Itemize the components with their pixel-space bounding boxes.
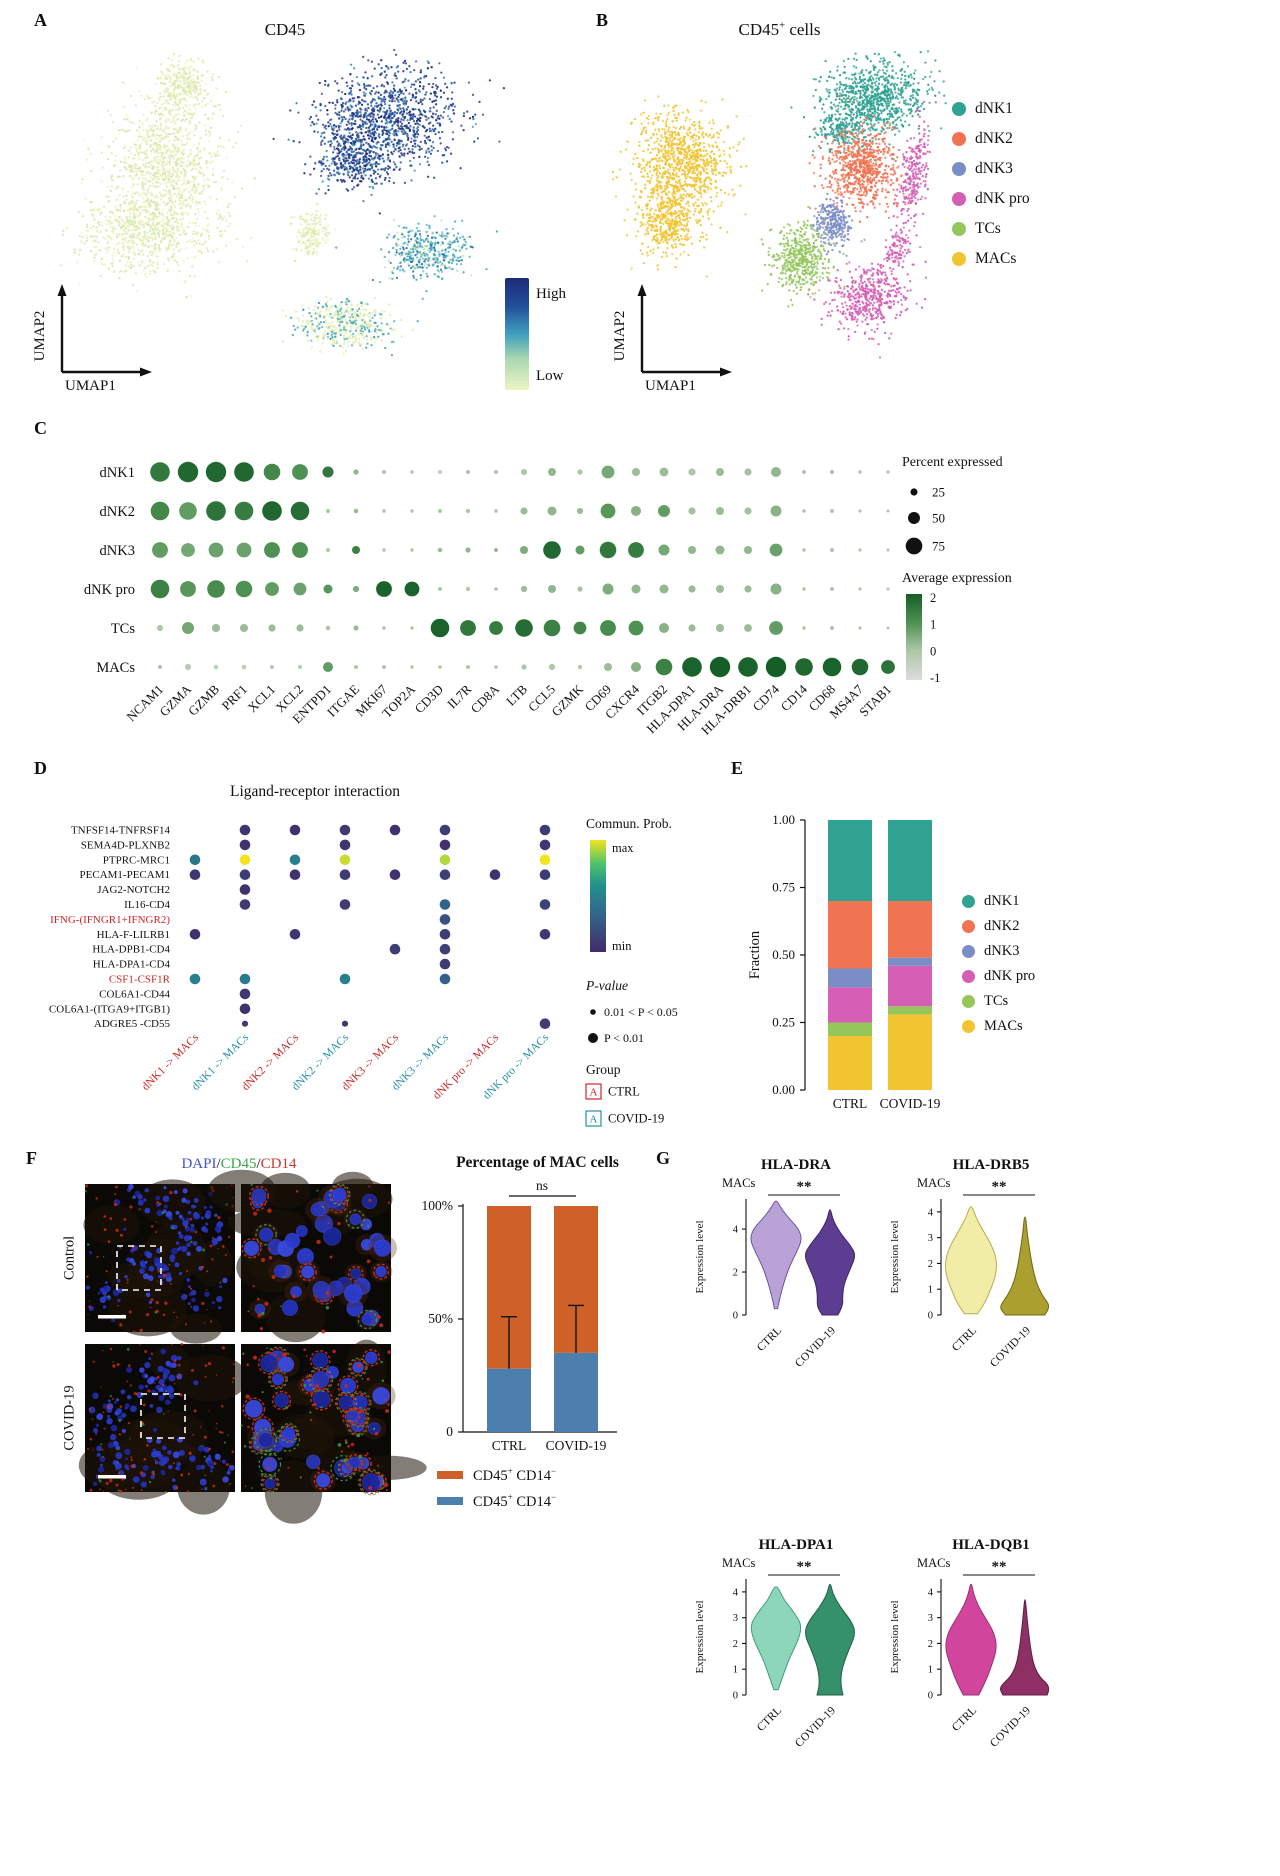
micrograph-control-zoom [207,1169,398,1343]
cluster-dot-macs [952,252,966,266]
e-legend-dnk2: dNK2 [962,918,1035,935]
point-cloud [59,48,506,357]
stain-cd45: CD45 [220,1156,257,1172]
e-legend-dnk1: dNK1 [962,893,1035,910]
svg-text:UMAP2: UMAP2 [32,311,48,362]
e-dot-dnkpro [962,970,975,983]
mac-swatch-orange [437,1471,463,1480]
e-dot-dnk2 [962,920,975,933]
panel-e-label: E [731,758,744,778]
panel-g-label: G [656,1148,671,1168]
panel-d-label: D [34,758,47,778]
panel-a-label: A [34,10,47,30]
cluster-dot-dnkpro [952,192,966,206]
svg-text:UMAP1: UMAP1 [65,378,116,394]
e-dot-tcs [962,995,975,1008]
cluster-dot-dnk2 [952,132,966,146]
point-cloud [611,50,947,359]
colorbar-high-label: High [536,286,566,302]
mac-legend: CD45+ CD14− CD45+ CD14− [437,1466,556,1518]
e-legend-tcs: TCs [962,993,1035,1010]
mac-swatch-blue [437,1497,463,1506]
panel-c-label: C [34,418,47,438]
fraction-legend: dNK1 dNK2 dNK3 dNK pro TCs MACs [962,893,1035,1043]
mac-bar-title: Percentage of MAC cells [456,1154,619,1171]
legend-item-dnk2: dNK2 [952,130,1030,148]
stain-slash2: / [256,1156,261,1172]
cd45-colorbar [505,278,529,390]
mac-legend-orange: CD45+ CD14− [437,1466,556,1485]
umap-cd45-plot [59,48,506,357]
panel-b-title-rest: cells [785,20,821,39]
stain-cd14: CD14 [260,1156,297,1172]
cluster-dot-dnk3 [952,162,966,176]
legend-item-tcs: TCs [952,220,1030,238]
e-legend-dnk3: dNK3 [962,943,1035,960]
e-legend-dnkpro: dNK pro [962,968,1035,985]
legend-item-dnk1: dNK1 [952,100,1030,118]
micrograph-covid-zoom [240,1339,427,1524]
stain-dapi: DAPI [181,1156,217,1172]
panel-a-title: CD45 [264,20,306,39]
colorbar-low-label: Low [536,368,564,384]
umap-clusters-plot [611,50,947,359]
row-label-covid: COVID-19 [61,1385,78,1451]
legend-item-macs: MACs [952,250,1030,268]
mac-legend-blue: CD45+ CD14− [437,1492,556,1511]
e-dot-dnk1 [962,895,975,908]
cluster-dot-tcs [952,222,966,236]
micrograph-covid-overview [78,1342,248,1515]
micrograph-control-overview [83,1179,235,1344]
stain-slash1: / [216,1156,221,1172]
panel-b-title: CD45+ cells [612,20,947,40]
panel-f-label: F [26,1148,37,1168]
e-legend-macs: MACs [962,1018,1035,1035]
e-dot-dnk3 [962,945,975,958]
stain-header: DAPI/CD45/CD14 [83,1156,395,1173]
panel-b-title-base: CD45 [738,20,780,39]
row-label-control: Control [61,1235,78,1281]
interaction-dotplot: Ligand-receptor interactionTNFSF14-TNFRS… [49,783,678,1127]
legend-item-dnk3: dNK3 [952,160,1030,178]
legend-item-dnkpro: dNK pro [952,190,1030,208]
cluster-legend: dNK1 dNK2 dNK3 dNK pro TCs MACs [952,100,1030,280]
e-dot-macs [962,1020,975,1033]
cluster-dot-dnk1 [952,102,966,116]
panel-b-label: B [596,10,609,30]
panel-b-title-sup: + [779,20,786,32]
